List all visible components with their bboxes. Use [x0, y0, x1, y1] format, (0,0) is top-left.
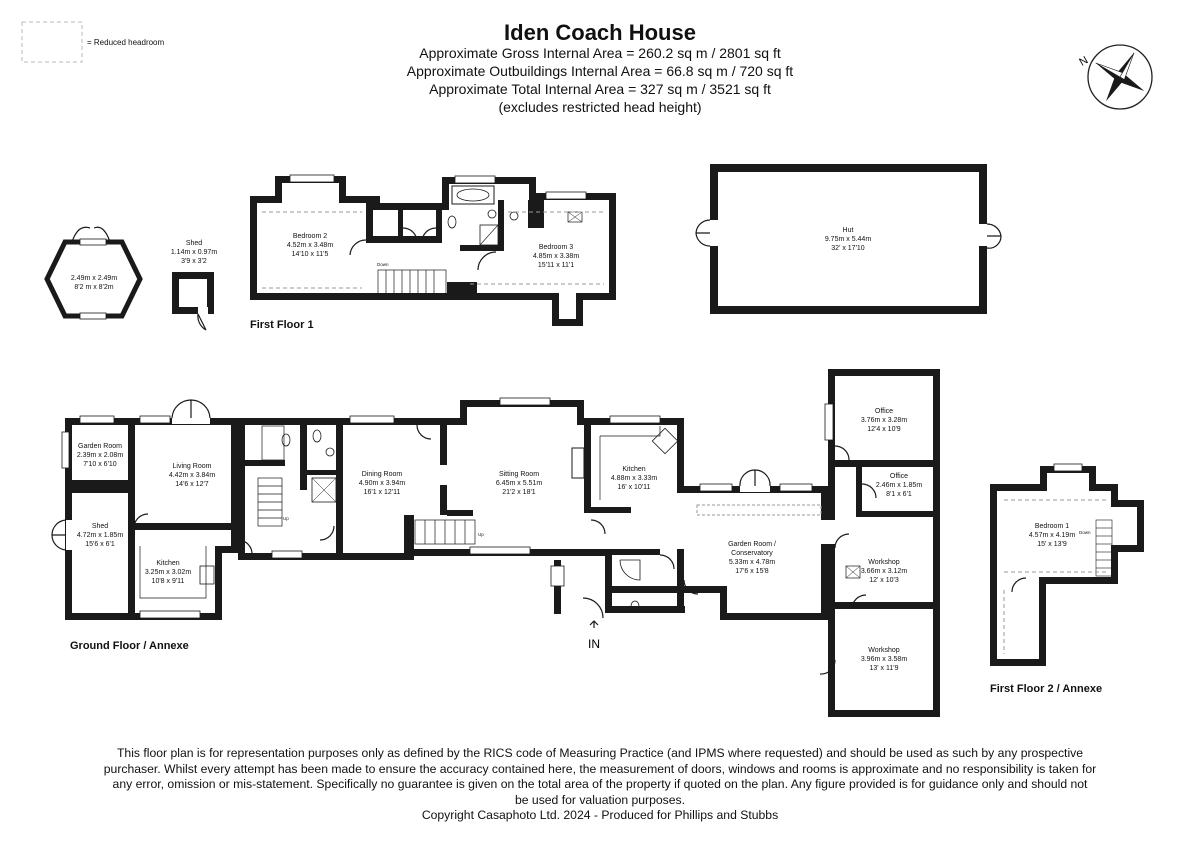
conservatory-name-2: Conservatory	[731, 550, 773, 557]
gazebo-size-m: 2.49m x 2.49m	[71, 275, 117, 282]
hut-size-m: 9.75m x 5.44m	[825, 236, 871, 243]
workshop2-name: Workshop	[868, 647, 899, 654]
conservatory-size-ft: 17'6 x 15'8	[735, 568, 769, 575]
kitchen-annexe-size-m: 3.25m x 3.02m	[145, 569, 191, 576]
shed-large-size-m: 4.72m x 1.85m	[77, 532, 123, 539]
workshop1-size-m: 3.66m x 3.12m	[861, 568, 907, 575]
conservatory-size-m: 5.33m x 4.78m	[729, 559, 775, 566]
shed-small-name: Shed	[186, 240, 202, 247]
workshop2-size-ft: 13' x 11'9	[869, 665, 898, 672]
workshop1-size-ft: 12' x 10'3	[869, 577, 899, 584]
dining-room-name: Dining Room	[362, 471, 403, 478]
shed-small-size-ft: 3'9 x 3'2	[181, 258, 207, 265]
bedroom1-size-m: 4.57m x 4.19m	[1029, 532, 1075, 539]
sitting-room-name: Sitting Room	[499, 471, 539, 478]
area-line-3: Approximate Total Internal Area = 327 sq…	[429, 81, 771, 97]
living-room-size-m: 4.42m x 3.84m	[169, 472, 215, 479]
bedroom1-name: Bedroom 1	[1035, 523, 1069, 530]
conservatory-name: Garden Room /	[728, 541, 776, 548]
office1-size-m: 3.76m x 3.28m	[861, 417, 907, 424]
living-room-name: Living Room	[173, 463, 212, 470]
first2-stair-down-label: Down	[1079, 530, 1091, 535]
shed-small: Shed 1.14m x 0.97m 3'9 x 3'2	[171, 240, 217, 331]
first-floor-2-plan: Down Bedroom 1 4.57m x 4.19m 15' x 13'9	[990, 463, 1144, 666]
floor-label-first-1: First Floor 1	[250, 319, 314, 331]
entrance-label: IN	[588, 637, 600, 651]
shed-large-name: Shed	[92, 523, 108, 530]
dining-room-size-ft: 16'1 x 12'11	[364, 489, 401, 496]
office1-size-ft: 12'4 x 10'9	[867, 426, 901, 433]
bedroom1-size-ft: 15' x 13'9	[1037, 541, 1067, 548]
disclaimer-line-3: any error, omission or mis-statement. Sp…	[112, 777, 1088, 791]
office1-name: Office	[875, 408, 893, 415]
bedroom3-size-m: 4.85m x 3.38m	[533, 253, 579, 260]
bedroom2-size-m: 4.52m x 3.48m	[287, 242, 333, 249]
first-floor-1-plan: Down Bedroom 2 4.52m x 3.48m 14'10 x 11'…	[250, 174, 616, 326]
kitchen-annexe-name: Kitchen	[156, 560, 179, 567]
legend-label: = Reduced headroom	[87, 38, 165, 47]
first1-stair-down-label: Down	[377, 262, 389, 267]
living-room-size-ft: 14'6 x 12'7	[175, 481, 209, 488]
hut-name: Hut	[843, 227, 854, 234]
bedroom3-name: Bedroom 3	[539, 244, 573, 251]
floor-label-first-2: First Floor 2 / Annexe	[990, 683, 1102, 695]
disclaimer-line-1: This floor plan is for representation pu…	[116, 746, 1084, 760]
reduced-headroom-swatch	[21, 21, 83, 63]
bedroom2-name: Bedroom 2	[293, 233, 327, 240]
kitchen-main-size-m: 4.88m x 3.33m	[611, 475, 657, 482]
bedroom2-size-ft: 14'10 x 11'5	[292, 251, 329, 258]
shed-small-size-m: 1.14m x 0.97m	[171, 249, 217, 256]
sitting-room-size-ft: 21'2 x 18'1	[502, 489, 536, 496]
kitchen-annexe-size-ft: 10'8 x 9'11	[152, 578, 185, 585]
header: Iden Coach House Approximate Gross Inter…	[407, 20, 793, 115]
workshop1-name: Workshop	[868, 559, 899, 566]
ground-stair-up-label-1: Up	[283, 516, 289, 521]
shed-large-size-ft: 15'6 x 6'1	[85, 541, 115, 548]
kitchen-main-name: Kitchen	[622, 466, 645, 473]
bedroom3-size-ft: 15'11 x 11'1	[538, 262, 574, 269]
gazebo: 2.49m x 2.49m 8'2 m x 8'2m	[44, 226, 143, 320]
legend: = Reduced headroom	[21, 21, 165, 63]
floor-label-ground: Ground Floor / Annexe	[70, 640, 189, 652]
sitting-room-size-m: 6.45m x 5.51m	[496, 480, 542, 487]
copyright-line: Copyright Casaphoto Ltd. 2024 - Produced…	[421, 808, 779, 822]
office2-size-m: 2.46m x 1.85m	[876, 482, 922, 489]
compass-north-label: N	[1077, 54, 1090, 68]
dining-room-size-m: 4.90m x 3.94m	[359, 480, 405, 487]
gazebo-size-ft: 8'2 m x 8'2m	[74, 284, 113, 291]
disclaimer: This floor plan is for representation pu…	[60, 746, 1140, 824]
garden-room-name: Garden Room	[78, 443, 122, 450]
hut-size-ft: 32' x 17'10	[831, 245, 865, 252]
office2-name: Office	[890, 473, 908, 480]
disclaimer-line-2: purchaser. Whilst every attempt has been…	[103, 761, 1097, 776]
ground-floor-plan: Up Up	[51, 369, 940, 717]
office2-size-ft: 8'1 x 6'1	[886, 491, 912, 498]
disclaimer-line-4: be used for valuation purposes.	[514, 792, 686, 807]
ground-stair-up-label-2: Up	[478, 532, 484, 537]
workshop2-size-m: 3.96m x 3.58m	[861, 656, 907, 663]
garden-room-size-m: 2.39m x 2.08m	[77, 452, 123, 459]
area-line-4: (excludes restricted head height)	[498, 99, 701, 115]
hut: Hut 9.75m x 5.44m 32' x 17'10	[695, 164, 1002, 314]
garden-room-size-ft: 7'10 x 6'10	[83, 461, 117, 468]
kitchen-main-size-ft: 16' x 10'11	[618, 484, 651, 491]
area-line-1: Approximate Gross Internal Area = 260.2 …	[419, 45, 781, 61]
page-title: Iden Coach House	[504, 20, 696, 45]
compass-icon: N	[1077, 44, 1153, 110]
area-line-2: Approximate Outbuildings Internal Area =…	[407, 63, 793, 79]
